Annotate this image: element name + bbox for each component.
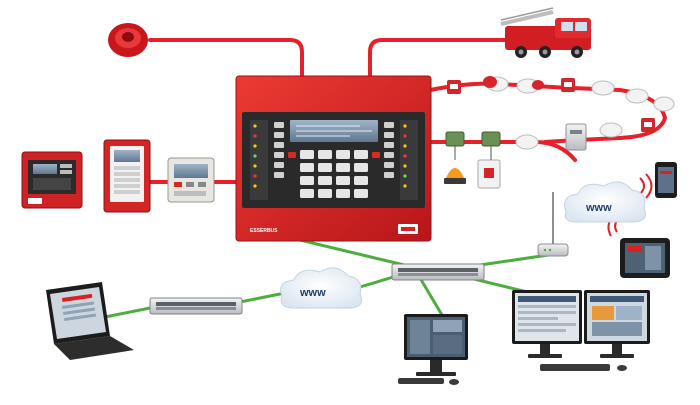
main-control-panel: ESSERBUS (235, 75, 432, 242)
panel-led-columns (250, 120, 418, 200)
panel-side-buttons (274, 122, 394, 178)
sounder-icon (108, 23, 148, 57)
bus-line-firetruck (368, 38, 507, 80)
net-line-switch-monitors (418, 276, 447, 322)
repeater-panel-1 (21, 151, 83, 209)
cloud-label-left: www (299, 287, 326, 299)
net-line-switch2-laptop (98, 306, 152, 320)
repeater-panel-3 (167, 157, 215, 203)
cloud-internet-right: www (564, 181, 646, 223)
bus-line-sounder (148, 38, 304, 80)
fire-truck-icon (500, 7, 591, 58)
tablet-icon (620, 238, 670, 278)
network-switch-2-icon (149, 297, 243, 315)
cloud-internet-left: www (280, 267, 362, 309)
laptop-icon (46, 282, 134, 360)
sounder-small-icons (483, 76, 544, 90)
cloud-label-right: www (585, 202, 612, 214)
dual-monitor-workstation (512, 290, 650, 371)
beacon-icon (444, 168, 466, 184)
network-switch-icon (391, 263, 485, 281)
panel-brand-label: ESSERBUS (250, 228, 278, 234)
router-icon (537, 192, 569, 257)
panel-keypad (300, 150, 368, 198)
monitor-icon (398, 314, 468, 385)
io-module-icon (445, 123, 587, 189)
repeater-panel-2 (103, 139, 151, 213)
manual-call-point-icon (447, 78, 655, 132)
smartphone-icon (655, 162, 677, 198)
io-wires (454, 146, 492, 160)
